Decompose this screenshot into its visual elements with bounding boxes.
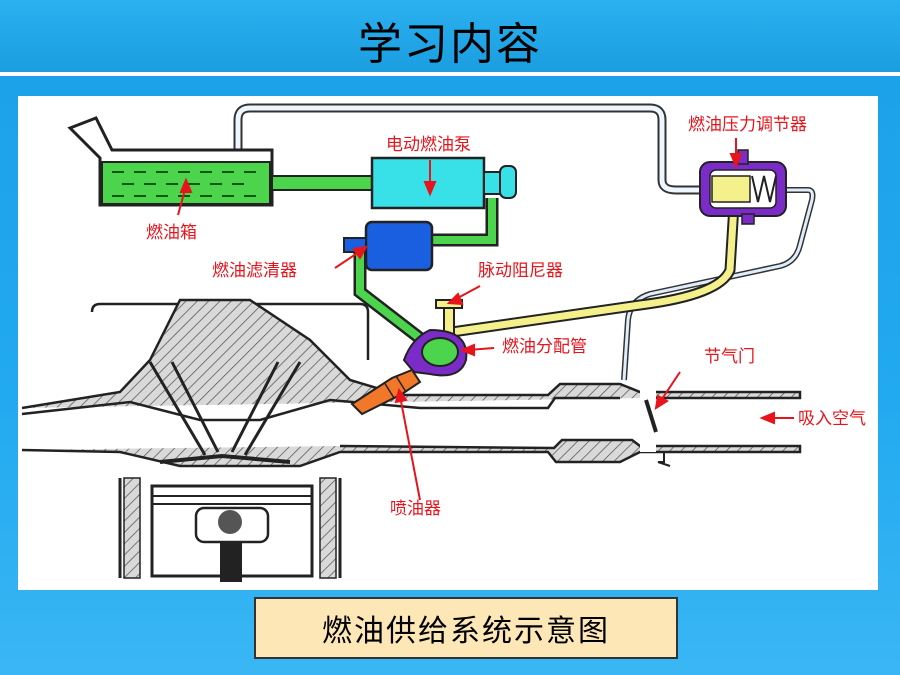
label-air-intake: 吸入空气 <box>798 409 866 429</box>
label-electric-fuel-pump: 电动燃油泵 <box>386 135 471 155</box>
filter-rail-pipe <box>356 252 433 350</box>
page-title: 学习内容 <box>358 19 542 70</box>
fuel-injector <box>350 368 422 416</box>
header-bar <box>0 0 900 72</box>
label-fuel-tank: 燃油箱 <box>146 223 197 243</box>
label-fuel-rail: 燃油分配管 <box>502 337 587 357</box>
label-leaders <box>177 138 794 501</box>
label-pulsation-damper: 脉动阻尼器 <box>478 261 563 281</box>
label-throttle: 节气门 <box>704 347 755 367</box>
label-injector: 喷油器 <box>390 499 441 519</box>
engine-cylinder <box>118 477 342 582</box>
diagram-caption: 燃油供给系统示意图 <box>254 597 678 659</box>
fuel-return-line <box>451 204 738 336</box>
label-fuel-filter: 燃油滤清器 <box>212 261 297 281</box>
fuel-pressure-regulator <box>699 149 787 225</box>
throttle-valve <box>640 384 671 467</box>
pump-filter-pipe <box>432 198 496 244</box>
label-fuel-pressure-regulator: 燃油压力调节器 <box>688 115 807 135</box>
supply-pipe <box>271 175 373 191</box>
header-divider <box>0 72 900 76</box>
fuel-rail <box>402 328 468 377</box>
